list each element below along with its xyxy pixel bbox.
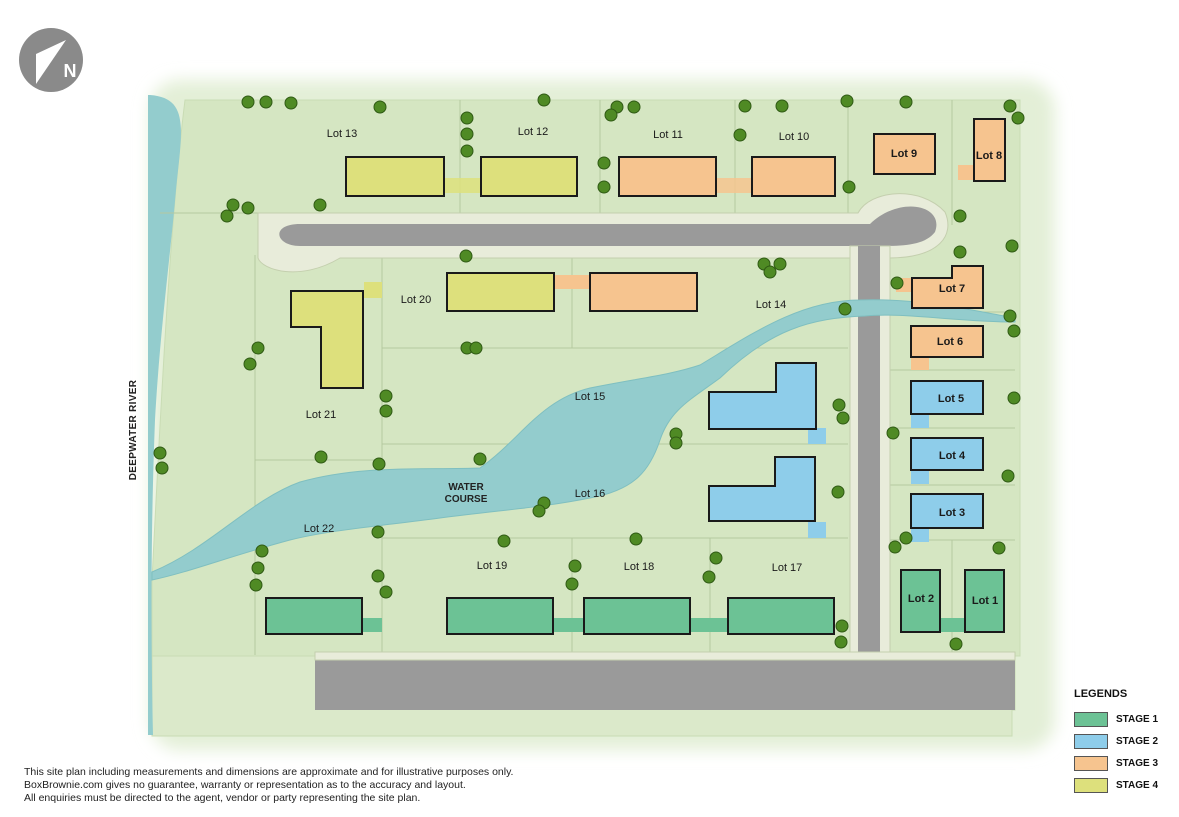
water-course-label-2: COURSE (445, 494, 488, 505)
deepwater-river (148, 95, 181, 735)
lot-4-label: Lot 4 (939, 450, 966, 462)
lot-10-label: Lot 10 (779, 131, 810, 143)
trees (153, 93, 1025, 651)
lot-13-label: Lot 13 (327, 128, 358, 140)
building-lot-17 (727, 597, 835, 635)
north-compass-icon: N (19, 28, 83, 92)
river-label: DEEPWATER RIVER (128, 379, 139, 480)
legend-label-stage-2: STAGE 2 (1116, 735, 1159, 747)
building-lot-12 (480, 156, 578, 197)
lot-11-label: Lot 11 (653, 129, 683, 141)
building-lot-6 (910, 325, 984, 358)
buildings (265, 118, 1006, 635)
building-lot-14 (589, 272, 698, 312)
legend-item-stage-4: STAGE 4 (1074, 774, 1174, 796)
lot-5-label: Lot 5 (938, 393, 964, 405)
building-lot-11 (618, 156, 717, 197)
building-lot-21 (290, 290, 364, 389)
lot-18-label: Lot 18 (624, 561, 655, 573)
disclaimer: This site plan including measurements an… (24, 766, 513, 805)
building-lot-15 (708, 362, 817, 430)
legend-title: LEGENDS (1074, 688, 1128, 700)
building-lot-4 (910, 437, 984, 471)
legend-swatch-stage-3 (1074, 755, 1108, 771)
lot-7-label: Lot 7 (939, 283, 965, 295)
building-lot-1 (964, 569, 1005, 633)
lot-16-label: Lot 16 (575, 488, 606, 500)
legend-swatch-stage-4 (1074, 777, 1108, 793)
building-lot-3 (910, 493, 984, 529)
building-lot-13 (345, 156, 445, 197)
lot-1-label: Lot 1 (972, 595, 998, 607)
lot-6-label: Lot 6 (937, 336, 963, 348)
water-course (151, 299, 1016, 581)
building-lot-20 (446, 272, 555, 312)
building-lot-9 (873, 133, 936, 175)
lot-2-label: Lot 2 (908, 593, 934, 605)
roads (257, 193, 1016, 710)
lot-22-label: Lot 22 (304, 523, 335, 535)
lot-20-label: Lot 20 (401, 294, 432, 306)
legend-label-stage-1: STAGE 1 (1116, 713, 1159, 725)
legend-item-stage-2: STAGE 2 (1074, 730, 1174, 752)
legend: LEGENDS STAGE 1 STAGE 2 STAGE 3 STAGE 4 (1074, 688, 1174, 796)
building-lot-2 (900, 569, 941, 633)
building-lot-7 (911, 265, 984, 309)
lot-17-label: Lot 17 (772, 562, 803, 574)
legend-item-stage-1: STAGE 1 (1074, 708, 1174, 730)
lot-9-label: Lot 9 (891, 148, 917, 160)
building-lot-16 (708, 456, 816, 522)
building-labels: Lot 9 Lot 8 Lot 7 Lot 6 Lot 5 Lot 4 Lot … (891, 148, 1002, 607)
legend-swatch-stage-1 (1074, 711, 1108, 727)
legend-swatch-stage-2 (1074, 733, 1108, 749)
compass-letter: N (64, 61, 77, 81)
legend-label-stage-4: STAGE 4 (1116, 779, 1159, 791)
driveways (362, 165, 974, 632)
legend-label-stage-3: STAGE 3 (1116, 757, 1159, 769)
disclaimer-line-1: This site plan including measurements an… (24, 766, 514, 778)
lot-15-label: Lot 15 (575, 391, 606, 403)
legend-item-stage-3: STAGE 3 (1074, 752, 1174, 774)
building-lot-8 (973, 118, 1006, 182)
disclaimer-line-3: All enquiries must be directed to the ag… (24, 792, 421, 804)
lot-12-label: Lot 12 (518, 126, 549, 138)
building-lot-10 (751, 156, 836, 197)
lot-8-label: Lot 8 (976, 150, 1002, 162)
building-lot-22 (265, 597, 363, 635)
disclaimer-line-2: BoxBrownie.com gives no guarantee, warra… (24, 779, 466, 791)
lot-labels: Lot 13 Lot 12 Lot 11 Lot 10 Lot 20 Lot 1… (304, 126, 810, 574)
lot-3-label: Lot 3 (939, 507, 965, 519)
lot-14-label: Lot 14 (756, 299, 787, 311)
water-course-label-1: WATER (448, 482, 484, 493)
building-lot-19 (446, 597, 554, 635)
lot-21-label: Lot 21 (306, 409, 337, 421)
lot-19-label: Lot 19 (477, 560, 508, 572)
building-lot-18 (583, 597, 691, 635)
building-lot-5 (910, 380, 984, 415)
